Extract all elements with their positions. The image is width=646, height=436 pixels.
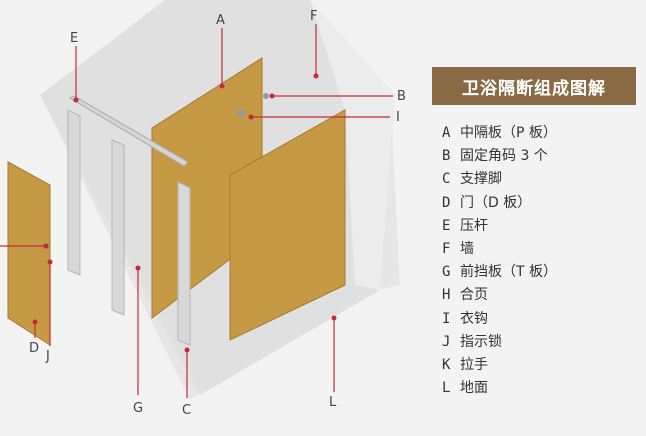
legend-item: K 拉手 (442, 354, 557, 377)
legend-letter: J (442, 333, 451, 350)
callout-d: D (29, 341, 39, 356)
legend-text: 合页 (460, 287, 488, 304)
legend-item: C 支撑脚 (442, 168, 557, 191)
legend-letter: D (442, 194, 451, 211)
diagram-title: 卫浴隔断组成图解 (432, 67, 636, 105)
callout-f: F (310, 9, 317, 24)
bracket-b (263, 93, 269, 99)
legend-letter: I (442, 310, 451, 327)
legend-item: B 固定角码 3 个 (442, 145, 557, 168)
callout-a: A (216, 13, 225, 28)
legend-item: I 衣钩 (442, 308, 557, 331)
legend-text: 地面 (460, 380, 488, 397)
dot-j (47, 259, 53, 265)
legend-text: 衣钩 (460, 310, 488, 327)
legend-text: 中隔板（P 板） (460, 125, 557, 141)
legend-text: 门（D 板） (460, 194, 532, 211)
legend-item: E 压杆 (442, 215, 557, 238)
legend-letter: H (442, 287, 451, 304)
callout-b: B (397, 89, 406, 104)
legend-letter: F (442, 240, 451, 257)
legend-item: D 门（D 板） (442, 192, 557, 215)
legend-text: 墙 (460, 240, 474, 257)
legend-letter: E (442, 217, 451, 234)
dot-a (219, 83, 225, 89)
dot-d (32, 319, 38, 325)
dot-f (313, 73, 319, 79)
legend-letter: B (442, 148, 451, 165)
dot-g (135, 265, 141, 271)
door-d (7, 161, 51, 346)
legend-letter: G (442, 264, 451, 281)
dot-e (73, 97, 79, 103)
head-rail-e (68, 95, 189, 167)
legend-item: L 地面 (442, 377, 557, 400)
callout-j: J (45, 349, 50, 364)
callout-e: E (70, 31, 78, 46)
callout-i: I (396, 110, 400, 125)
legend-text: 支撑脚 (460, 171, 502, 188)
dot-b (269, 93, 275, 99)
legend-text: 固定角码 3 个 (460, 148, 548, 165)
legend-item: J 指示锁 (442, 331, 557, 354)
legend-text: 压杆 (460, 217, 488, 234)
callout-g: G (133, 401, 143, 416)
legend-item: H 合页 (442, 284, 557, 307)
front-screen-pilaster (67, 109, 81, 276)
legend-item: A 中隔板（P 板） (442, 122, 557, 145)
legend-letter: A (442, 125, 451, 141)
callout-c: C (182, 403, 191, 418)
front-pilaster-g (111, 139, 125, 316)
dot-left (43, 243, 49, 249)
legend-letter: K (442, 356, 451, 373)
right-wall-face (310, 0, 395, 290)
dot-c (184, 347, 190, 353)
callout-l: L (329, 395, 337, 410)
dot-l (331, 315, 337, 321)
legend-text: 指示锁 (460, 333, 502, 350)
legend-letter: C (442, 171, 451, 188)
right-partition (229, 109, 346, 341)
hook-i (237, 109, 245, 117)
dot-i (248, 114, 254, 120)
legend-letter: L (442, 380, 451, 397)
legend-text: 前挡板（T 板） (460, 264, 558, 281)
front-pilaster-c (177, 181, 191, 346)
legend-text: 拉手 (460, 356, 488, 373)
legend-item: G 前挡板（T 板） (442, 261, 557, 284)
